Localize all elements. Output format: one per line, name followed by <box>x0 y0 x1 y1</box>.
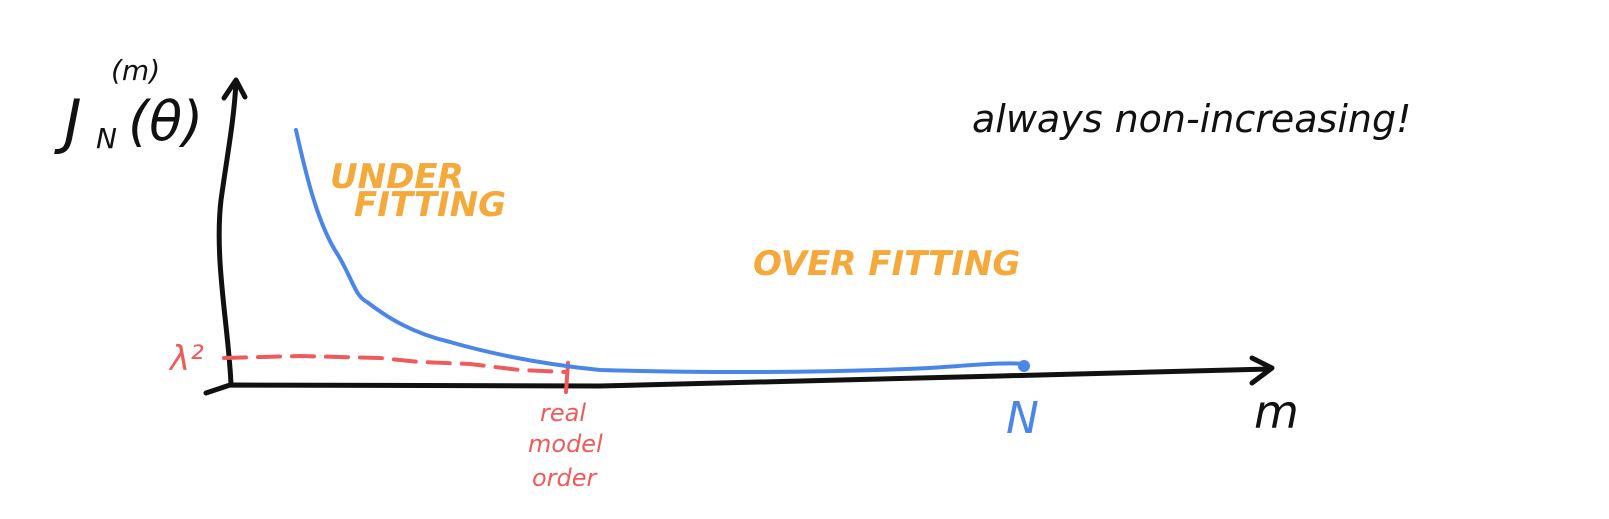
criterion-curve <box>294 128 1027 375</box>
y-axis-label-superscript: (m) <box>111 54 160 87</box>
y-axis-arrowhead <box>221 77 248 101</box>
model-order-label-model: model <box>528 430 603 458</box>
n-label: N <box>1006 393 1039 444</box>
overfitting-label: OVER FITTING <box>753 244 1020 284</box>
lambda-label: λ² <box>168 339 204 379</box>
x-axis <box>203 366 1273 396</box>
x-axis-label: m <box>1254 385 1299 439</box>
underfitting-label-line1: UNDER <box>330 157 464 197</box>
note-always-non-increasing: always non-increasing! <box>972 97 1411 141</box>
y-axis-label-argument: (θ) <box>128 90 203 153</box>
x-axis-arrowhead <box>1249 355 1275 386</box>
model-order-label-order: order <box>532 464 599 492</box>
lambda-dashed-line <box>222 353 567 374</box>
y-axis <box>216 79 239 388</box>
underfitting-label-line2: FITTING <box>354 185 506 225</box>
y-axis-label-base: J <box>54 87 82 157</box>
n-point-marker <box>1018 360 1030 372</box>
y-axis-label-subscript: N <box>96 122 117 155</box>
model-order-label-real: real <box>540 399 586 427</box>
